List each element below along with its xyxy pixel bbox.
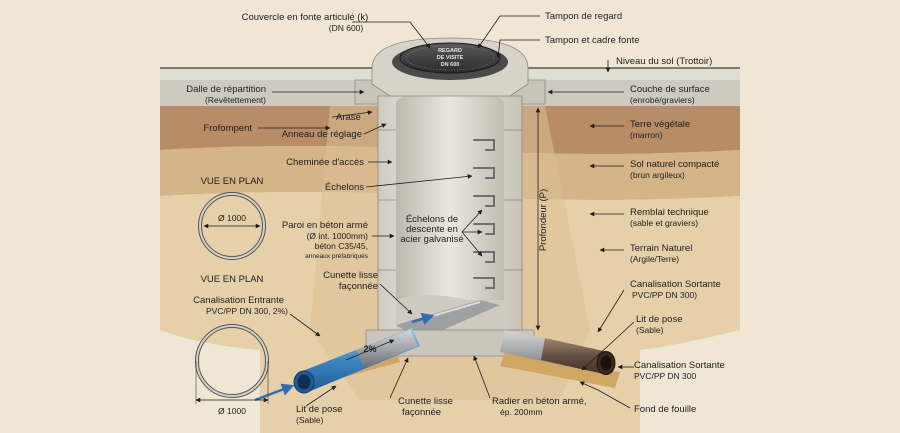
label-dalle: Dalle de répartition [186,84,266,95]
plan-view-bottom [195,324,269,404]
label-lit-pose-bottom-sub: (Sable) [296,415,324,425]
lid-text-1: REGARD [438,48,462,54]
label-radier-1: Radier en béton armé, [492,396,587,407]
label-echelons-desc-1: Échelons de [406,214,458,225]
leader-lines [258,15,635,409]
slope-label: 2% [363,344,376,354]
label-canal-sortante-2-sub: PVC/PP DN 300 [634,371,696,381]
depth-label: Profondeur (P) [538,189,549,251]
lid-text-3: DN 600 [441,62,460,68]
label-tampon-cadre: Tampon et cadre fonte [545,35,640,46]
label-anneau: Anneau de réglage [282,129,362,140]
label-frofompent: Frofompent [203,123,252,134]
outgoing-pipe [500,330,616,375]
label-lit-pose-right: Lit de pose [636,314,682,325]
label-vue-plan-top: VUE EN PLAN [201,176,264,187]
label-sol-naturel: Sol naturel compacté [630,159,719,170]
label-sol-naturel-sub: (brun argileux) [630,170,685,180]
label-echelons-desc-2: descente en [406,224,458,235]
shaft-interior [396,92,504,328]
label-lit-pose-right-sub: (Sable) [636,325,664,335]
label-cheminee: Cheminée d'accès [286,157,364,168]
label-echelons-desc-3: acier galvanisé [400,234,463,245]
label-cunette-bottom-2: façonnée [402,407,441,418]
label-remblai: Remblai technique [630,207,709,218]
label-terre-vegetale: Terre végétale [630,119,690,130]
label-couche-surface-sub: (enrobé/graviers) [630,95,695,105]
label-tampon-regard: Tampon de regard [545,11,622,22]
label-canal-sortante-2: Canalisation Sortante [634,360,725,371]
label-cunette-2: façonnée [339,281,378,292]
plan-view-top [198,192,266,260]
label-paroi-4: anneaux préfabriqués [305,253,369,260]
sand-bed-right [500,352,620,388]
lid-text-2: DE VISITE [437,55,464,61]
label-terre-vegetale-sub: (marron) [630,130,663,140]
slope-arrow [345,339,395,361]
lid-pattern [405,45,495,71]
label-vue-plan-bottom: VUE EN PLAN [201,274,264,285]
label-echelons: Échelons [325,182,364,193]
diam-top: Ø 1000 [218,213,246,223]
label-canal-entrante-sub: PVC/PP DN 300, 2%) [206,306,288,316]
label-couche-surface: Couche de surface [630,84,710,95]
label-lit-pose-bottom: Lit de pose [296,404,342,415]
label-terrain-naturel: Terrain Naturel [630,243,692,254]
label-paroi-3: béton C35/45, [315,241,368,251]
label-arase: Arase [336,112,361,123]
incoming-pipe [293,328,420,394]
label-dalle-sub: (Revêtettement) [205,95,266,105]
label-canal-sortante-1: Canalisation Sortante [630,279,721,290]
label-couvercle-sub: (DN 600) [329,23,364,33]
label-remblai-sub: (sable et graviers) [630,218,698,228]
flow-channel-arrow [411,312,435,325]
label-cunette-bottom-1: Cunette lisse [398,396,453,407]
label-couvercle: Couvercle en fonte articulé (k) [242,12,369,23]
label-paroi-2: (Ø int. 1000mm) [307,231,369,241]
label-cunette-1: Cunette lisse [323,270,378,281]
label-radier-2: ép. 200mm [500,407,543,417]
label-fond-fouille: Fond de fouille [634,404,696,415]
label-canal-entrante: Canalisation Entrante [193,295,284,306]
label-paroi-1: Paroi en béton armé [282,220,368,231]
ladder-rungs [473,139,495,289]
label-canal-sortante-1-sub: PVC/PP DN 300) [632,290,697,300]
label-niveau-sol: Niveau du sol (Trottoir) [616,56,712,67]
diam-bottom: Ø 1000 [218,406,246,416]
label-terrain-naturel-sub: (Argile/Terre) [630,254,679,264]
